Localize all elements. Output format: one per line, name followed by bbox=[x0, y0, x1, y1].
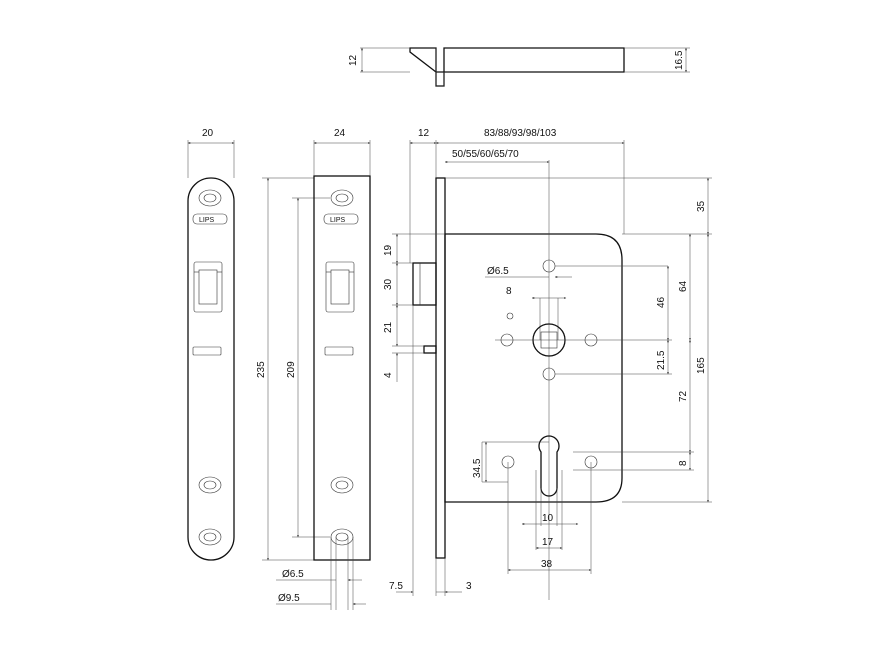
brand-logo-large: LIPS bbox=[330, 217, 346, 224]
length-dimensions: 235 209 bbox=[256, 177, 330, 561]
dim-faceplate-offset: 12 bbox=[418, 128, 430, 139]
dim-21-5: 21.5 bbox=[656, 350, 667, 370]
dim-top-offset: 35 bbox=[696, 200, 707, 212]
dim-hole-large: Ø9.5 bbox=[278, 593, 300, 604]
dim-165: 165 bbox=[696, 357, 707, 374]
latch-bolt-view: 12 16.5 bbox=[348, 47, 690, 87]
dim-bolt-total: 16.5 bbox=[674, 50, 685, 70]
dim-34-5: 34.5 bbox=[472, 458, 483, 478]
dim-cyl-8: 8 bbox=[678, 460, 689, 466]
dim-3: 3 bbox=[466, 581, 472, 592]
dim-hole-dia: Ø6.5 bbox=[487, 266, 509, 277]
dim-bolt-height: 12 bbox=[348, 54, 359, 66]
dim-7-5: 7.5 bbox=[389, 581, 403, 592]
dim-latch-top: 19 bbox=[383, 244, 394, 256]
dim-plate-large-width: 24 bbox=[334, 128, 346, 139]
lock-body: 12 83/88/93/98/103 50/55/60/65/70 19 30 … bbox=[383, 128, 712, 600]
dim-cyl-17: 17 bbox=[542, 537, 554, 548]
dim-deadbolt-h: 4 bbox=[383, 372, 394, 378]
dim-72: 72 bbox=[678, 390, 689, 402]
dim-plate-small-width: 20 bbox=[202, 128, 214, 139]
dim-cyl-38: 38 bbox=[541, 559, 553, 570]
brand-logo-small: LIPS bbox=[199, 217, 215, 224]
dim-hole-small: Ø6.5 bbox=[282, 569, 304, 580]
dim-backsets: 83/88/93/98/103 bbox=[484, 128, 557, 139]
dim-64: 64 bbox=[678, 280, 689, 292]
dim-latch-gap: 21 bbox=[383, 321, 394, 333]
dim-46: 46 bbox=[656, 296, 667, 308]
dim-cyl-10: 10 bbox=[542, 513, 554, 524]
dim-screw-spacing: 209 bbox=[286, 361, 297, 378]
dim-latch-height: 30 bbox=[383, 278, 394, 290]
faceplate-small: 20 LIPS bbox=[187, 128, 235, 561]
dim-backset-inner: 50/55/60/65/70 bbox=[452, 149, 519, 160]
dim-plate-length: 235 bbox=[256, 361, 267, 378]
faceplate-large: 24 LIPS Ø6.5 Ø9.5 bbox=[276, 128, 371, 610]
dim-spindle: 8 bbox=[506, 286, 512, 297]
